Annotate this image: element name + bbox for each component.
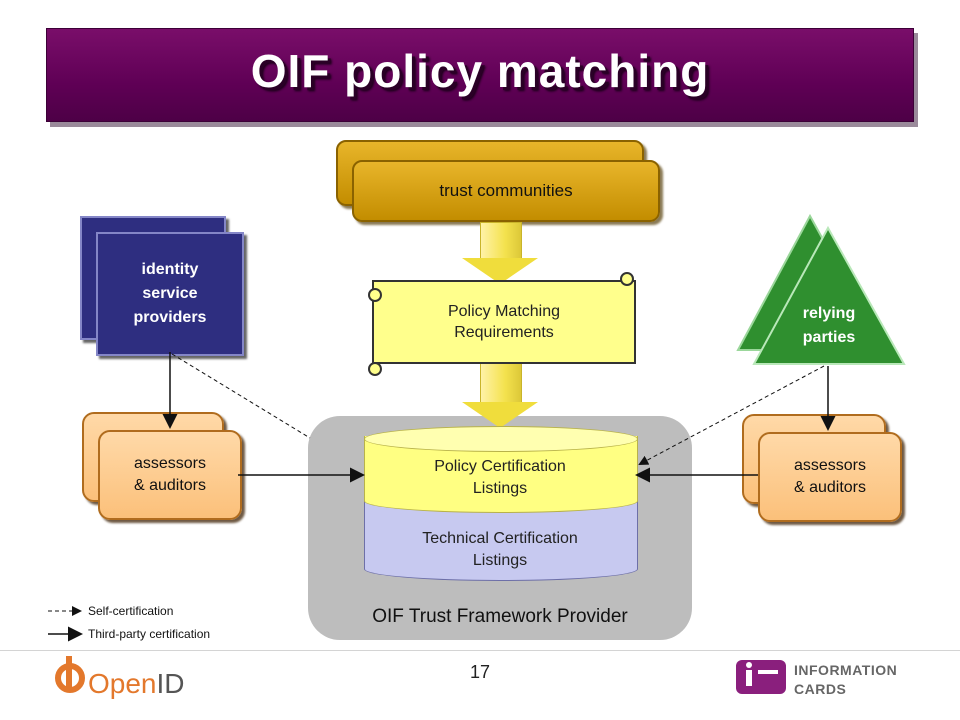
policy-matching-line1: Policy Matching — [447, 303, 561, 320]
relying-parties-triangle — [752, 225, 906, 365]
identity-providers-box: identity service providers — [96, 232, 244, 356]
legend-third-party-certification: Third-party certification — [88, 627, 211, 641]
openid-logo-text: OpenID — [88, 668, 185, 700]
scroll-curl-left-top — [368, 288, 382, 302]
policy-matching-line2: Requirements — [454, 324, 554, 341]
page-title: OIF policy matching — [250, 45, 710, 97]
arrow-head-upper — [462, 258, 538, 284]
assessors-left-line2: & auditors — [133, 477, 207, 494]
identity-providers-line3: providers — [133, 309, 207, 326]
page-number: 17 — [469, 662, 491, 682]
information-cards-logo-text: INFORMATION CARDS — [794, 661, 897, 699]
arrow-head-lower — [462, 402, 538, 428]
infocards-line1: INFORMATION — [794, 662, 898, 678]
identity-providers-line1: identity — [141, 261, 199, 278]
openid-logo-suffix: ID — [156, 668, 185, 699]
policy-certification-line1: Policy Certification — [434, 458, 566, 475]
relying-parties-line1: relying — [802, 305, 856, 322]
identity-providers-line2: service — [142, 285, 198, 302]
legend-self-certification: Self-certification — [88, 604, 174, 618]
openid-logo-icon — [55, 656, 85, 693]
assessors-left-box: assessors & auditors — [98, 430, 242, 520]
scroll-curl-left-bottom — [368, 362, 382, 376]
trust-communities-box: trust communities — [352, 160, 660, 222]
assessors-right-line1: assessors — [793, 457, 867, 474]
identity-self-cert-line — [171, 353, 311, 439]
assessors-right-box: assessors & auditors — [758, 432, 902, 522]
relying-parties-label: relying parties — [754, 302, 904, 350]
scroll-curl-right-top — [620, 272, 634, 286]
relying-self-cert-arrow — [638, 365, 825, 465]
assessors-right-line2: & auditors — [793, 479, 867, 496]
footer-divider — [0, 650, 960, 651]
provider-label: OIF Trust Framework Provider — [372, 606, 628, 627]
relying-parties-line2: parties — [802, 329, 856, 346]
infocards-line2: CARDS — [794, 681, 847, 697]
technical-certification-listings — [364, 500, 638, 581]
technical-certification-line1: Technical Certification — [422, 530, 578, 547]
information-cards-logo-icon — [736, 660, 786, 694]
openid-logo-prefix: Open — [88, 668, 157, 699]
technical-certification-line2: Listings — [472, 552, 528, 569]
policy-matching-scroll: Policy Matching Requirements — [372, 280, 636, 364]
title-banner — [46, 28, 914, 122]
assessors-left-line1: assessors — [133, 455, 207, 472]
policy-certification-line2: Listings — [472, 480, 528, 497]
policy-certification-text: Policy Certification Listings — [364, 456, 636, 500]
trust-communities-label: trust communities — [439, 181, 573, 200]
technical-certification-text: Technical Certification Listings — [364, 528, 636, 572]
cylinder-top — [364, 426, 638, 452]
